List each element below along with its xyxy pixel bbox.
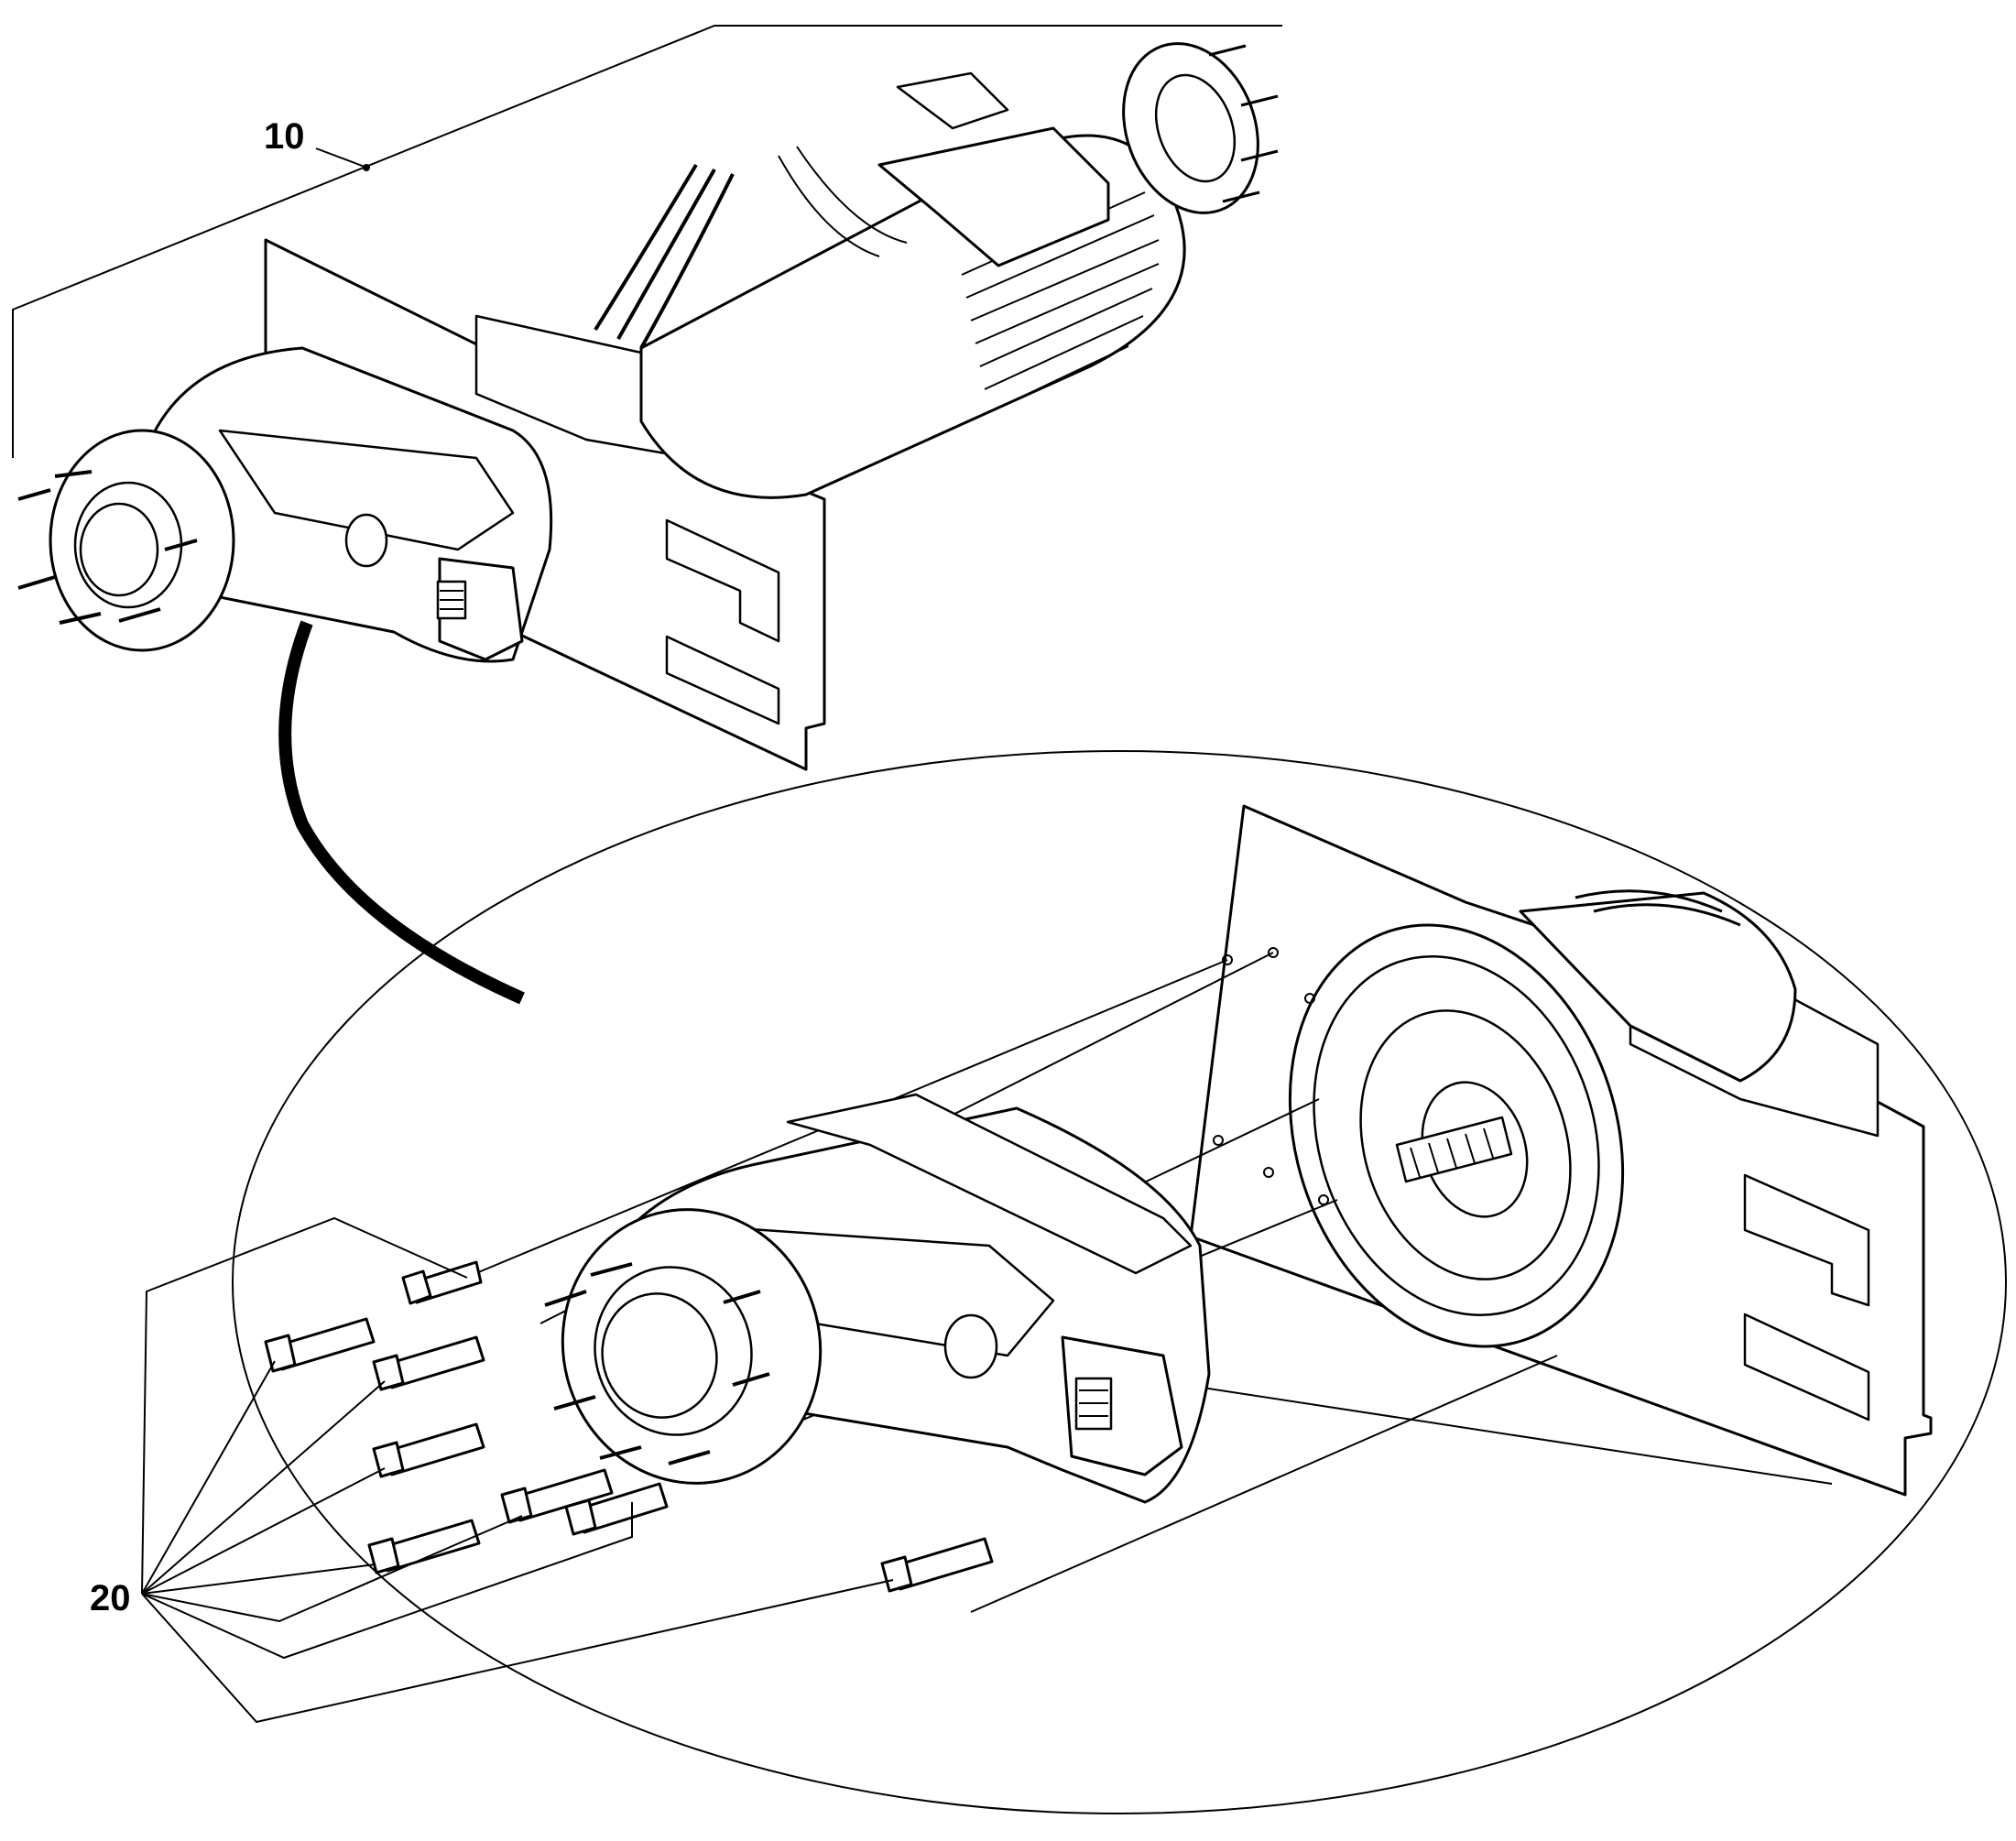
bolt-7[interactable] (564, 1482, 669, 1536)
gearbox-label-plate (436, 580, 467, 620)
detail-view-boundary (232, 750, 2007, 1814)
bolt-4[interactable] (372, 1422, 485, 1478)
plate-slot-upper (665, 518, 780, 643)
plate-slot-lower (665, 635, 780, 725)
bolt-3[interactable] (372, 1335, 485, 1391)
power-cables (594, 146, 908, 349)
detail-view-arrow (278, 620, 525, 1005)
detail-plate-slot-upper (1743, 1173, 1870, 1307)
callout-20-label: 20 (90, 1578, 131, 1618)
assembly-overview: 10 (12, 25, 1282, 771)
wheel-hub-cap (79, 502, 159, 597)
splined-shaft (1395, 1116, 1513, 1183)
bolt-5[interactable] (367, 1519, 481, 1574)
detail-control-module (1061, 1335, 1183, 1476)
detail-gearbox-top-rail (786, 1093, 1193, 1275)
callout-20-leaders (141, 1216, 894, 1724)
callout-10-label: 10 (264, 116, 305, 157)
motor-end-cap (1154, 73, 1237, 183)
gearbox-cover (218, 429, 515, 551)
detail-hub-cap (601, 1292, 718, 1419)
bolt-2[interactable] (264, 1317, 376, 1373)
bolt-6[interactable] (500, 1468, 614, 1524)
detail-plate-slot-lower (1743, 1313, 1870, 1422)
detail-label-plate (1074, 1377, 1113, 1431)
gearbox-slot (344, 513, 388, 568)
detail-gearbox-slot (943, 1313, 998, 1379)
detail-cables (1575, 889, 1741, 927)
bolt-1[interactable] (401, 1260, 483, 1305)
wheel-studs (17, 470, 198, 625)
exploded-detail: 20 (90, 750, 2007, 1814)
callout-10-leader (315, 147, 365, 168)
bolt-fasteners[interactable] (264, 1260, 994, 1593)
detail-motor-stub (1519, 891, 1797, 1083)
motor-terminal-box (877, 126, 1110, 267)
bolt-8[interactable] (880, 1537, 994, 1593)
detail-wheel-studs (544, 1262, 770, 1465)
alignment-holes (1213, 947, 1329, 1205)
motor-top-bracket (896, 71, 1009, 130)
callout-10-dot (363, 164, 370, 171)
motor-end-studs (1208, 44, 1279, 203)
